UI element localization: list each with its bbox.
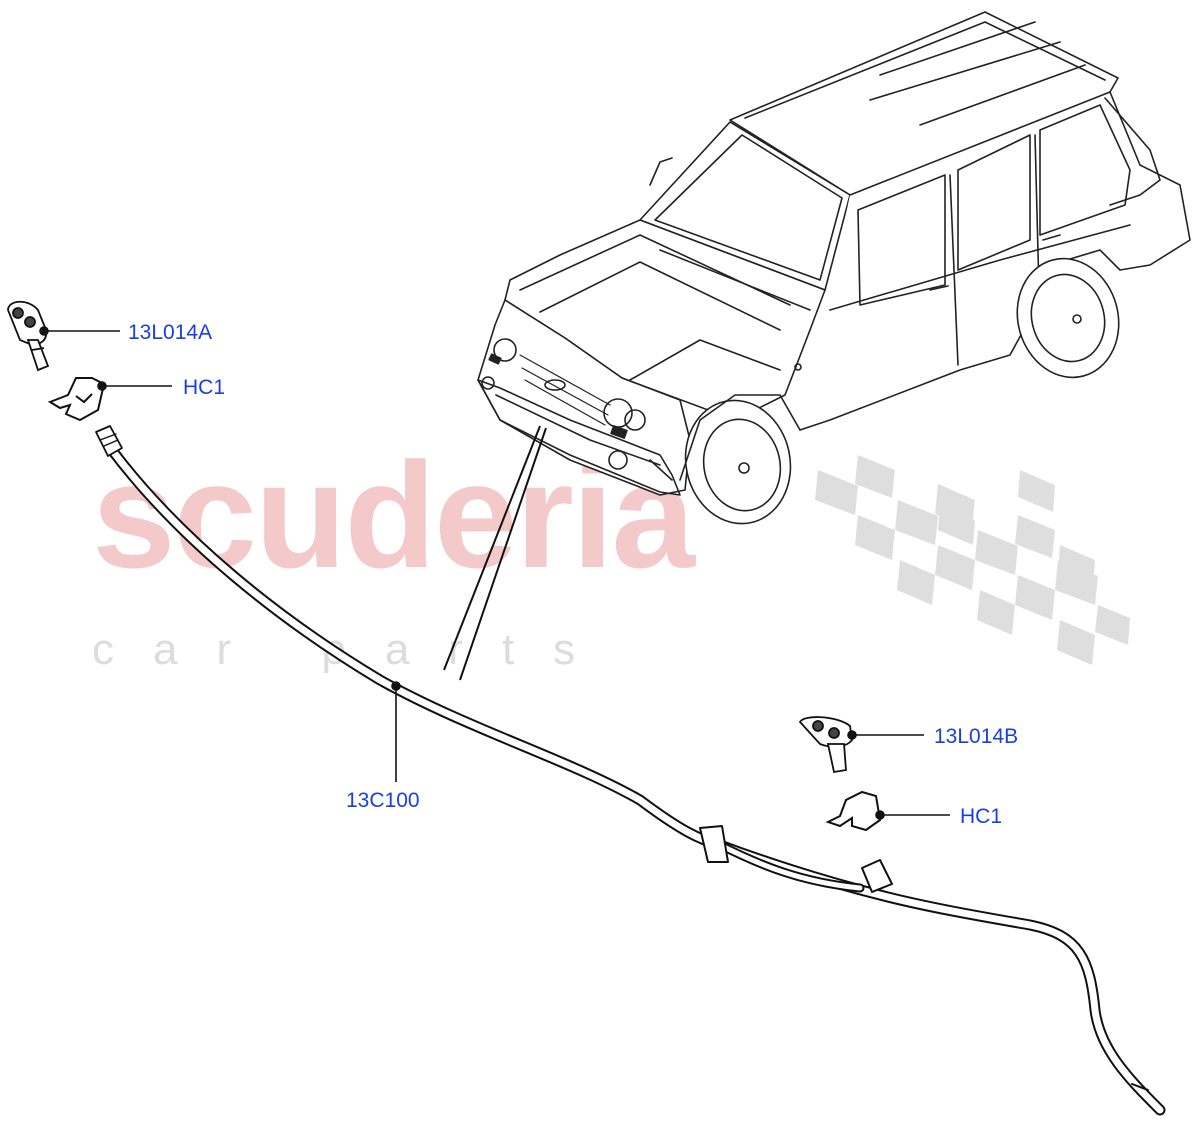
checker-flag-watermark xyxy=(815,455,1130,665)
vehicle-outline-icon xyxy=(477,11,1191,525)
vehicle-pointer-lines xyxy=(443,425,547,681)
washer-nozzle-icon xyxy=(798,716,853,774)
callout-clip-right: HC1 xyxy=(960,805,1003,828)
callout-nozzle-right: 13L014B xyxy=(934,725,1019,748)
hose-clip-icon xyxy=(47,377,106,422)
hose-clip-icon xyxy=(825,790,882,832)
callout-hose: 13C100 xyxy=(346,789,420,812)
washer-nozzle-icon xyxy=(7,300,50,372)
callout-nozzle-left: 13L014A xyxy=(128,321,213,344)
callout-clip-left: HC1 xyxy=(183,376,226,399)
callout-leaders xyxy=(39,326,950,820)
washer-hose-icon xyxy=(95,425,1166,1116)
